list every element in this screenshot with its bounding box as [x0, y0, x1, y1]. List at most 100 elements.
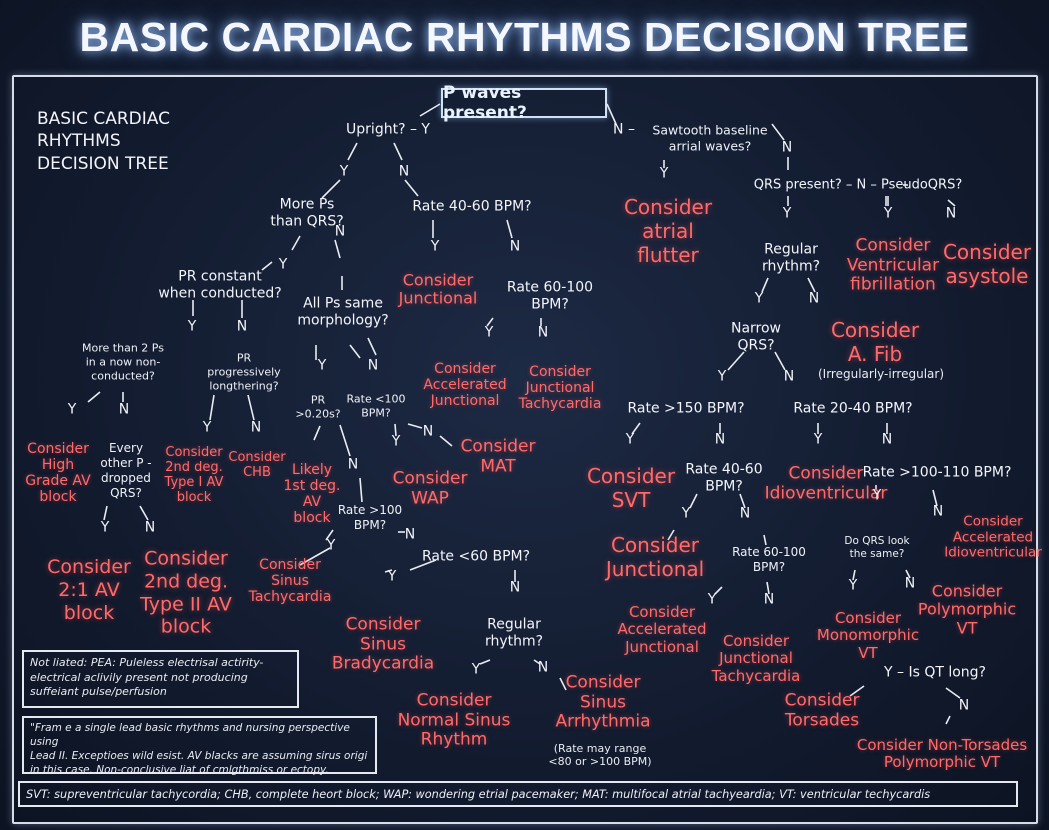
node-rate-40-60: Rate 40-60 BPM? [412, 198, 532, 215]
consider-high-grade-av-block: Consider High Grade AV block [25, 440, 91, 506]
root-node-p-waves: P waves present? [441, 83, 607, 123]
tag-y: Y [872, 487, 882, 504]
tag-y: Y [883, 205, 893, 222]
tag-n: N [945, 205, 957, 222]
connector-line [559, 677, 567, 691]
node-rate-40-60-right: Rate 40-60 BPM? [685, 461, 763, 494]
consider-atrial-flutter: Consider atrial flutter [623, 195, 713, 267]
connector-line [367, 337, 377, 356]
connector-line [209, 394, 215, 421]
tag-y: Y [317, 357, 327, 374]
consider-2nd-deg-type-1: Consider 2nd deg. Type I AV block [164, 445, 224, 505]
tag-y: Y [202, 419, 212, 436]
tag-y: Y [326, 537, 336, 554]
tag-n: N [398, 163, 410, 180]
connector-line [407, 423, 423, 429]
tag-n: N [334, 223, 346, 240]
node-rate-lt-100: Rate <100 BPM? [346, 392, 406, 419]
node-qrs-look-same: Do QRS look the same? [844, 534, 910, 560]
connector-line [313, 425, 321, 441]
tag-y: Y [391, 433, 401, 450]
connector-line [533, 659, 541, 665]
connector-line [766, 581, 770, 595]
tag-n: N [144, 519, 156, 536]
corner-title: BASIC CARDIAC RHYTHMS DECISION TREE [37, 109, 170, 174]
tag-y: Y [754, 290, 764, 307]
consider-junctional: Consider Junctional [398, 270, 478, 308]
connector-line [947, 199, 956, 207]
connector-line [349, 344, 361, 359]
node-more-ps: More Ps than QRS? [270, 196, 344, 229]
tag-y: Y [782, 205, 792, 222]
connector-line [409, 559, 437, 571]
consider-sinus-tachycardia: Consider Sinus Tachycardia [248, 556, 332, 606]
node-pr-progressive: PR progressively longthering? [207, 351, 281, 392]
consider-afib: Consider A. Fib [830, 318, 920, 366]
note-pea: Not liated: PEA: Puleless electrisal act… [22, 650, 299, 708]
tag-n: N [714, 431, 726, 448]
connector-line [631, 422, 641, 435]
node-pr-020: PR >0.20s? [295, 393, 341, 420]
connector-line [419, 103, 441, 117]
connector-line [139, 505, 149, 521]
consider-junctional-tachycardia: Consider Junctional Tachycardia [518, 363, 602, 413]
connector-line [359, 477, 363, 503]
node-qrs-present: QRS present? – N – PseudoQRS? [753, 177, 963, 193]
tag-n: N [118, 401, 130, 418]
tag-n: N [537, 324, 549, 341]
tag-n: N [347, 456, 359, 473]
connector-line [932, 489, 938, 507]
node-rate-lt-60: Rate <60 BPM? [421, 548, 531, 565]
node-rate-gt-100: Rate >100 BPM? [337, 503, 403, 532]
node-rate-20-40: Rate 20-40 BPM? [793, 400, 913, 417]
tag-n: N [509, 579, 521, 596]
tag-n: N [422, 423, 434, 440]
node-rate-60-100-right: Rate 60-100 BPM? [732, 545, 806, 574]
connector-line [849, 685, 865, 697]
node-upright: Upright? – Y [346, 121, 430, 138]
consider-monomorphic-vt: Consider Monomorphic VT [816, 609, 920, 662]
connector-line [506, 219, 513, 239]
arrhythmia-note: (Rate may range <80 or >100 BPM) [548, 741, 652, 768]
tag-n: N [783, 368, 795, 385]
consider-2nd-deg-type-2: Consider 2nd deg. Type II AV block [140, 547, 232, 638]
connector-line [774, 351, 786, 371]
tag-y: Y [387, 568, 397, 585]
consider-torsades: Consider Torsades [784, 690, 860, 730]
connector-line [347, 142, 358, 161]
connector-line [404, 179, 419, 197]
consider-2-1-av-block: Consider 2:1 AV block [47, 555, 131, 624]
node-regular-rhythm: Regular rhythm? [484, 616, 544, 649]
node-every-other-p: Every other P - dropped QRS? [100, 441, 152, 500]
tag-n: N [509, 238, 521, 255]
connector-line [761, 277, 769, 293]
connector-line [905, 569, 911, 579]
page-title: BASIC CARDIAC RHYTHMS DECISION TREE [79, 14, 970, 60]
tag-n: N [781, 139, 793, 156]
connector-line [299, 547, 331, 566]
afib-note: (Irregularly-irregular) [817, 366, 945, 381]
connector-line [763, 534, 767, 546]
tag-y: Y [187, 318, 197, 335]
connector-line [807, 277, 816, 293]
connector-line [87, 391, 101, 403]
connector-line [606, 103, 617, 125]
consider-normal-sinus-rhythm: Consider Normal Sinus Rhythm [397, 690, 511, 750]
consider-accelerated-idioventricular: Consider Accelerated Idioventricular [944, 513, 1042, 561]
connector-line [321, 179, 341, 199]
consider-junctional-right: Consider Junctional [605, 533, 705, 581]
node-sawtooth: Sawtooth baseline arrial waves? [652, 122, 768, 153]
node-pr-constant: PR constant when conducted? [158, 268, 282, 301]
tag-n: N [367, 357, 379, 374]
consider-svt: Consider SVT [586, 464, 676, 512]
connector-line [339, 424, 351, 457]
connector-line [261, 261, 273, 271]
tag-n: N [250, 419, 262, 436]
consider-sinus-bradycardia: Consider Sinus Bradycardia [331, 614, 435, 674]
consider-chb: Consider CHB [228, 450, 286, 480]
diagram-frame [12, 75, 1038, 824]
node-rate-gt-150: Rate >150 BPM? [627, 400, 745, 417]
connector-line [689, 493, 698, 509]
tag-y: Y [813, 431, 823, 448]
connector-line [739, 493, 746, 509]
